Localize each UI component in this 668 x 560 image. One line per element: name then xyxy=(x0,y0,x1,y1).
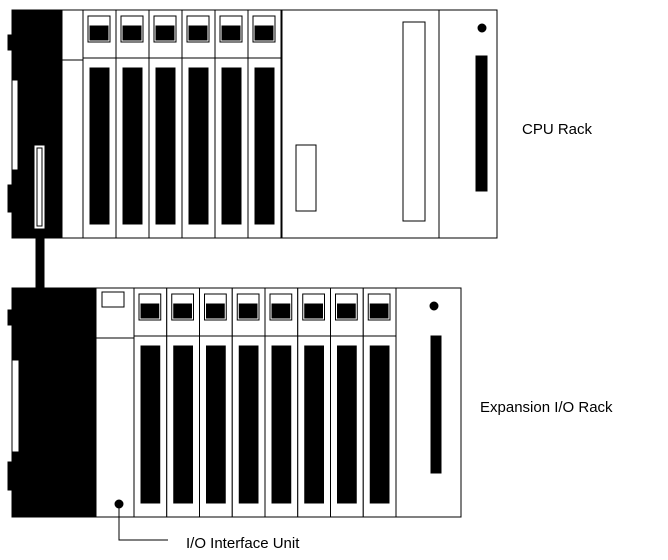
cpu-io-slot xyxy=(214,9,249,239)
cpu-io-slot-terminal xyxy=(122,67,143,225)
cpu-connector-inner xyxy=(36,147,43,227)
cpu-io-slot-terminal xyxy=(89,67,110,225)
expansion-end-unit-led xyxy=(429,301,439,311)
expansion-power-side-panel xyxy=(11,359,20,453)
cpu-io-slot xyxy=(115,9,150,239)
expansion-io-slot xyxy=(330,287,364,518)
cpu-io-slot-terminal xyxy=(221,67,242,225)
expansion-io-slot xyxy=(199,287,233,518)
io-interface-leader-line xyxy=(118,504,168,541)
cpu-unit-window xyxy=(295,144,317,212)
cpu-unit-card-slot xyxy=(402,21,426,222)
cpu-rack-label: CPU Rack xyxy=(522,121,593,138)
expansion-end-unit xyxy=(395,287,462,518)
expansion-io-slot-terminal xyxy=(140,345,161,504)
expansion-io-slot xyxy=(231,287,266,518)
cpu-end-unit xyxy=(438,9,498,239)
expansion-io-slot-terminal xyxy=(206,345,226,504)
expansion-io-slot xyxy=(133,287,168,518)
rack-connecting-cable xyxy=(35,228,45,293)
expansion-io-slots xyxy=(133,287,397,518)
expansion-io-slot xyxy=(264,287,299,518)
expansion-rack xyxy=(7,287,462,518)
io-interface-unit-label: I/O Interface Unit xyxy=(186,535,300,552)
cpu-io-slot-terminal xyxy=(188,67,209,225)
cpu-io-slots xyxy=(82,9,282,239)
cpu-io-slot-terminal xyxy=(254,67,275,225)
expansion-io-slot-terminal xyxy=(238,345,259,504)
cpu-io-slot xyxy=(82,9,117,239)
expansion-io-slot xyxy=(362,287,397,518)
cpu-io-slot-terminal xyxy=(155,67,176,225)
cpu-end-unit-led xyxy=(477,23,487,33)
expansion-io-slot xyxy=(297,287,331,518)
expansion-io-slot-terminal xyxy=(337,345,357,504)
expansion-io-slot-terminal xyxy=(304,345,324,504)
expansion-rack-power-supply xyxy=(7,287,97,518)
expansion-end-unit-bar xyxy=(430,335,442,474)
expansion-io-slot xyxy=(166,287,200,518)
cpu-io-slot xyxy=(148,9,183,239)
cpu-io-slot xyxy=(181,9,216,239)
cpu-connector-port xyxy=(33,144,46,230)
cpu-io-slot xyxy=(247,9,282,239)
expansion-io-slot-terminal xyxy=(173,345,193,504)
cpu-end-unit-bar xyxy=(475,55,488,192)
expansion-io-slot-terminal xyxy=(369,345,390,504)
io-interface-unit-indicator xyxy=(101,291,125,308)
cpu-power-side-panel xyxy=(11,79,19,171)
cpu-base-panel xyxy=(61,9,84,239)
expansion-io-slot-terminal xyxy=(271,345,292,504)
cpu-rack xyxy=(7,9,498,239)
expansion-rack-label: Expansion I/O Rack xyxy=(480,399,613,416)
io-interface-unit xyxy=(95,287,135,518)
